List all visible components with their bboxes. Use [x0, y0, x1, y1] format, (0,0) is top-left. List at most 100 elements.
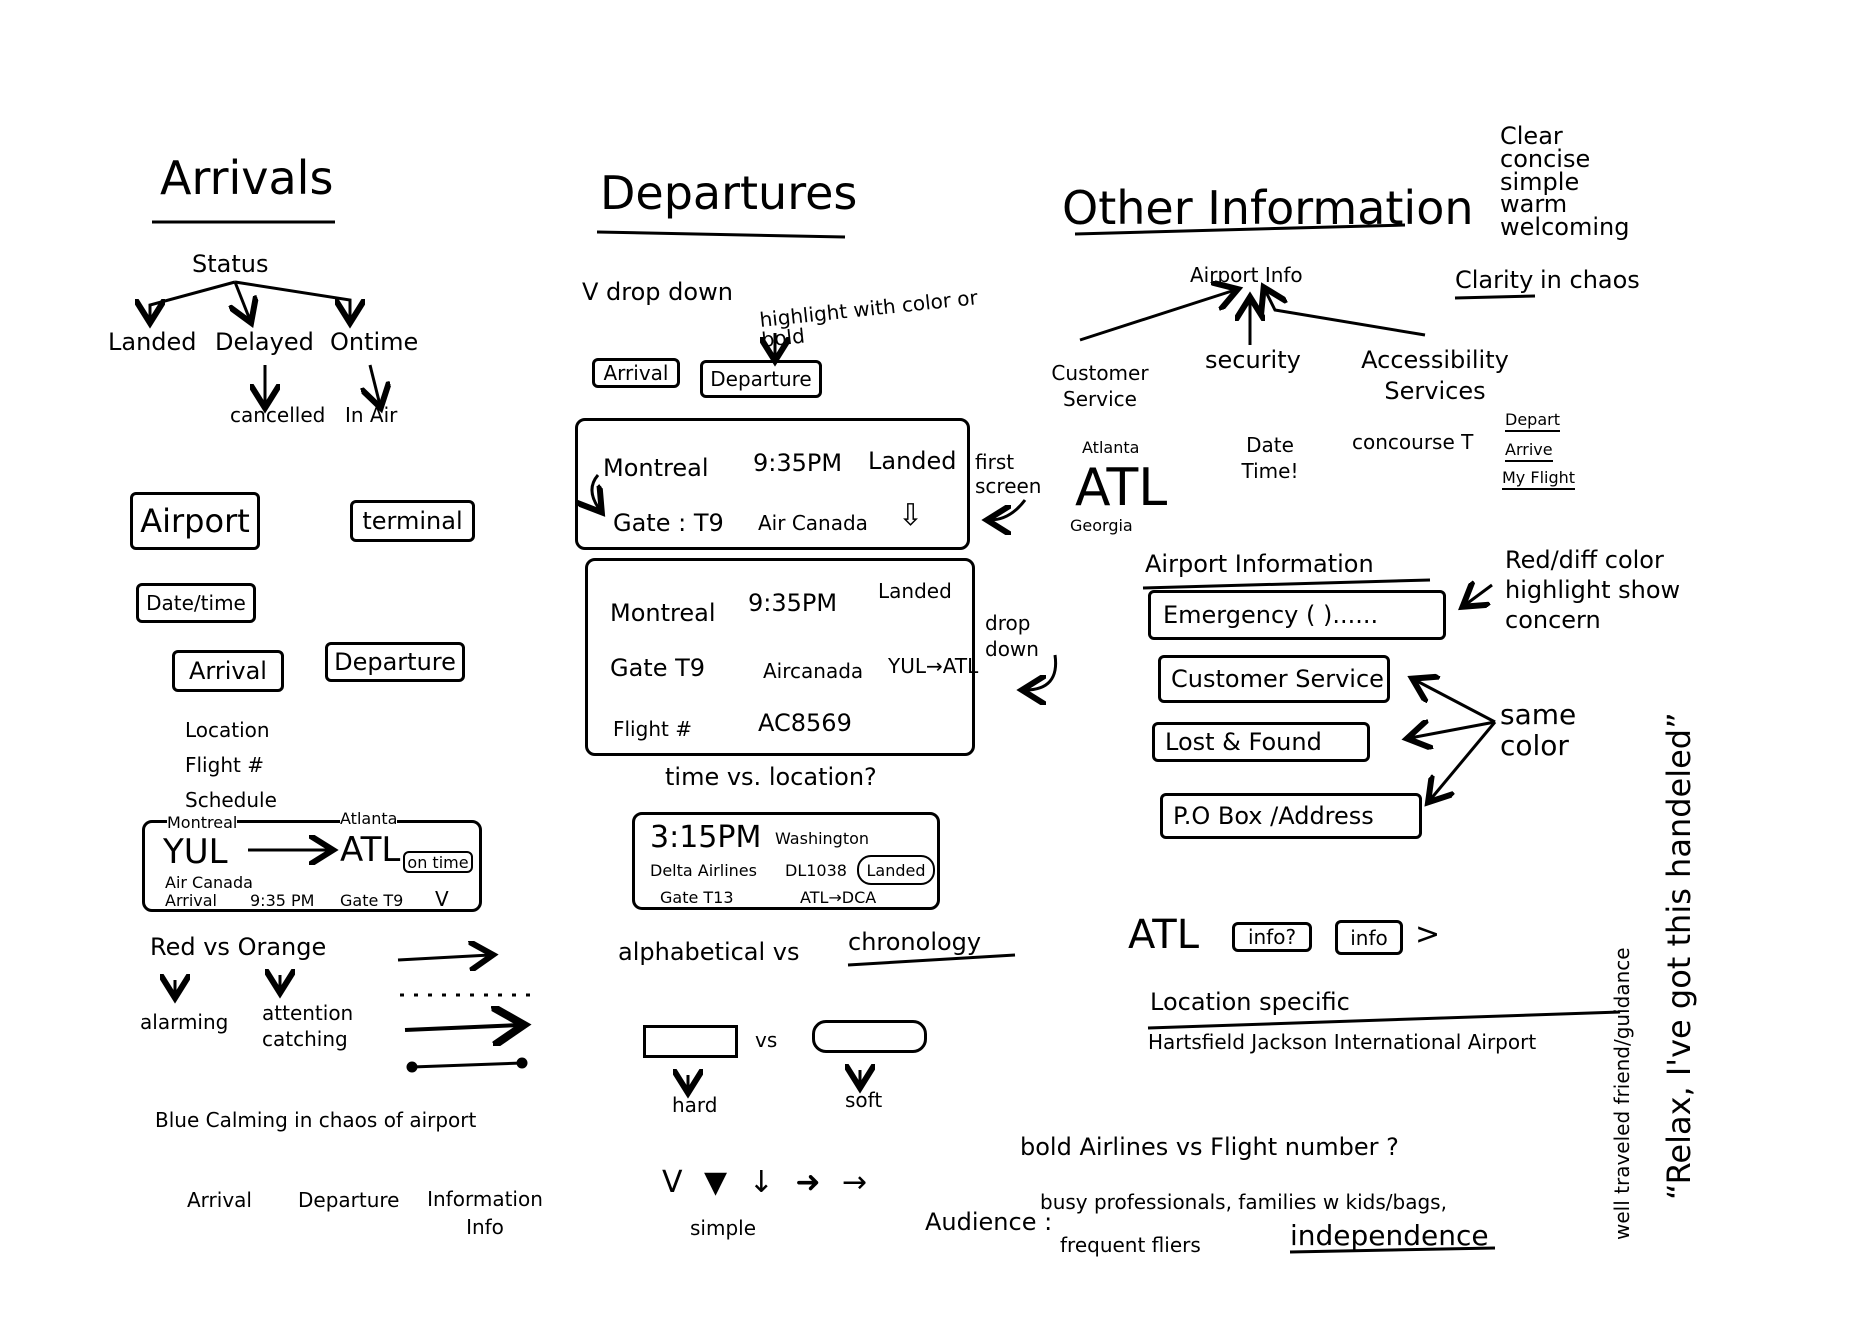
- arrivals-heading: Arrivals: [160, 151, 334, 205]
- flight-card-collapsed[interactable]: Montreal 9:35PM Landed Gate : T9 Air Can…: [575, 418, 970, 550]
- red-vs-orange: Red vs Orange: [150, 933, 327, 961]
- status-label: Status: [192, 250, 269, 278]
- attention-note: attention catching: [262, 1001, 354, 1051]
- info-question-button[interactable]: info?: [1232, 922, 1312, 952]
- terminal-button[interactable]: terminal: [350, 500, 475, 542]
- status-ontime: Ontime: [330, 328, 419, 356]
- same-color-note: same color: [1500, 698, 1577, 762]
- nav-information: Information Info: [427, 1187, 543, 1239]
- date-time-button[interactable]: Date/time: [136, 583, 256, 623]
- airport-full-name: Hartsfield Jackson International Airport: [1148, 1030, 1537, 1054]
- simple-label: simple: [690, 1216, 757, 1240]
- field-location: Location: [185, 718, 270, 742]
- atl-code-large: ATL: [1075, 458, 1168, 518]
- field-flight-number: Flight #: [185, 753, 264, 777]
- po-box-button[interactable]: P.O Box /Address: [1160, 793, 1422, 839]
- c3-gate: Gate T13: [660, 888, 734, 907]
- chevron-right-icon[interactable]: >: [1415, 917, 1441, 952]
- c1-status: Landed: [868, 447, 957, 475]
- c2-city: Montreal: [610, 599, 716, 627]
- c2-airline: Aircanada: [763, 659, 864, 683]
- departure-button[interactable]: Departure: [325, 642, 465, 682]
- soft-corner-shape: [812, 1020, 927, 1053]
- c2-gate: Gate T9: [610, 654, 706, 682]
- c2-time: 9:35PM: [748, 589, 838, 617]
- c3-airline: Delta Airlines: [650, 861, 757, 880]
- atl-code-row: ATL: [1128, 912, 1199, 958]
- c3-status: Landed: [857, 855, 935, 885]
- atlanta-label: Atlanta: [1082, 438, 1140, 457]
- soft-label: soft: [845, 1088, 883, 1112]
- independence-note: independence: [1290, 1219, 1489, 1252]
- accessibility-node: Accessibility Services: [1361, 346, 1509, 406]
- airport-information-section: Airport Information: [1145, 550, 1374, 578]
- toggle-departure[interactable]: Departure: [700, 360, 822, 398]
- status-cancelled: cancelled: [230, 403, 326, 427]
- security-node: security: [1205, 346, 1301, 374]
- arrow-samples: V ▼ ↓ ➜ →: [662, 1165, 874, 1200]
- drop-down-note: drop down: [985, 611, 1039, 661]
- sort-chronology: chronology: [848, 928, 982, 956]
- status-in-air: In Air: [345, 403, 398, 427]
- c1-time: 9:35PM: [753, 449, 843, 477]
- c3-city: Washington: [775, 829, 870, 848]
- concourse-note: concourse T: [1352, 430, 1474, 454]
- expand-circle-icon[interactable]: ⇩: [898, 498, 924, 533]
- red-highlight-note: Red/diff color highlight show concern: [1505, 546, 1681, 634]
- info-button[interactable]: info: [1335, 920, 1403, 955]
- card-time: 9:35 PM: [250, 891, 315, 910]
- link-my-flight[interactable]: My Flight: [1502, 470, 1576, 490]
- relax-quote: “Relax, I've got this handeled”: [1660, 712, 1698, 1200]
- airport-button[interactable]: Airport: [130, 492, 260, 550]
- c3-flight: DL1038: [785, 861, 847, 880]
- card-from-code: YUL: [163, 832, 228, 872]
- flight-card-washington[interactable]: 3:15PM Washington Delta Airlines DL1038 …: [632, 812, 940, 910]
- emergency-button[interactable]: Emergency ( )......: [1148, 590, 1446, 640]
- alarming-note: alarming: [140, 1010, 229, 1034]
- toggle-arrival[interactable]: Arrival: [592, 358, 680, 388]
- keyword: Clear: [1500, 122, 1563, 150]
- bold-question: bold Airlines vs Flight number ?: [1020, 1133, 1399, 1161]
- chevron-down-icon[interactable]: V: [435, 887, 449, 911]
- nav-arrival: Arrival: [187, 1188, 252, 1212]
- in-chaos-word: in chaos: [1540, 266, 1640, 294]
- lost-found-button[interactable]: Lost & Found: [1152, 722, 1370, 762]
- date-time-note: Date Time!: [1241, 433, 1299, 483]
- audience-list-2: frequent fliers: [1060, 1233, 1201, 1257]
- card-from-label: Montreal: [167, 813, 238, 832]
- shape-vs: vs: [755, 1028, 778, 1052]
- arrival-flight-card[interactable]: Montreal YUL Atlanta ATL on time Air Can…: [142, 811, 482, 912]
- location-specific: Location specific: [1150, 988, 1350, 1016]
- audience-label: Audience :: [925, 1208, 1053, 1236]
- c2-flight-label: Flight #: [613, 717, 692, 741]
- dropdown-note: V drop down: [582, 278, 733, 306]
- audience-list: busy professionals, families w kids/bags…: [1040, 1190, 1447, 1214]
- c2-status: Landed: [878, 579, 952, 603]
- well-traveled-note: well traveled friend/guidance: [1610, 947, 1634, 1240]
- link-depart[interactable]: Depart: [1505, 412, 1560, 432]
- hard-label: hard: [672, 1093, 718, 1117]
- card-to-label: Atlanta: [340, 809, 398, 828]
- c3-time: 3:15PM: [650, 820, 762, 855]
- design-keywords: Clear concise simple warm welcoming: [1500, 122, 1630, 242]
- georgia-label: Georgia: [1070, 516, 1133, 535]
- customer-service-button[interactable]: Customer Service: [1158, 655, 1390, 703]
- c1-city: Montreal: [603, 454, 709, 482]
- link-arrive[interactable]: Arrive: [1505, 442, 1553, 462]
- nav-departure: Departure: [298, 1188, 400, 1212]
- field-schedule: Schedule: [185, 788, 277, 812]
- card-airline: Air Canada: [165, 873, 253, 892]
- c1-airline: Air Canada: [758, 511, 868, 535]
- card-gate: Gate T9: [340, 891, 404, 910]
- card-arrival: Arrival: [165, 891, 217, 910]
- c1-gate: Gate : T9: [613, 509, 724, 537]
- keyword: warm: [1500, 190, 1568, 219]
- keyword: welcoming: [1500, 213, 1630, 242]
- c3-route: ATL→DCA: [800, 888, 877, 907]
- customer-service-node: Customer Service: [1051, 361, 1149, 411]
- status-delayed: Delayed: [215, 328, 314, 356]
- flight-card-expanded[interactable]: Montreal 9:35PM Landed Gate T9 Aircanada…: [585, 558, 978, 756]
- arrival-button[interactable]: Arrival: [172, 650, 284, 692]
- first-screen-note: first screen: [975, 450, 1042, 498]
